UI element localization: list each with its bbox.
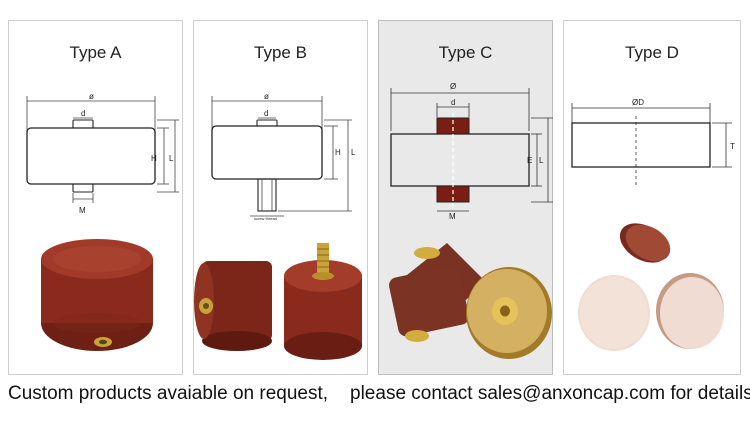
dim-h-label: H — [151, 154, 157, 163]
dim-dia-label: ø — [264, 92, 269, 101]
dim-m-label: M — [449, 212, 456, 221]
dim-l-label: L — [351, 148, 356, 157]
type-b-panel: Type B ø d H L screw thread — [193, 20, 368, 375]
dim-h-label: H — [335, 148, 341, 157]
type-b-capacitor-photo-right — [284, 243, 362, 360]
type-c-capacitor-photo-left — [389, 243, 487, 342]
type-b-title: Type B — [254, 43, 307, 62]
dim-screw-label: screw thread — [254, 216, 277, 221]
footer-text: Custom products avaiable on request, plea… — [8, 383, 750, 405]
dim-dia-label: ØD — [632, 98, 644, 107]
dim-dia-label: Ø — [450, 82, 456, 91]
type-c-capacitor-photo-right — [466, 267, 552, 359]
type-a-title: Type A — [69, 43, 122, 62]
dim-d-label: d — [81, 109, 85, 118]
footer-left-text: Custom products avaiable on request, — [8, 383, 329, 404]
type-a-drawing: ø d H L M — [26, 92, 179, 351]
type-b-drawing: ø d H L screw thread — [194, 92, 362, 360]
type-a-panel: Type A ø d H L M — [8, 20, 183, 375]
type-c-terminals — [436, 113, 470, 207]
type-c-drawing: Ø d E L M — [389, 82, 553, 359]
dim-t-label: T — [730, 142, 735, 151]
dim-l-label: L — [169, 154, 174, 163]
type-d-drawing: ØD T — [571, 98, 735, 351]
dim-m-label: M — [79, 206, 86, 215]
type-d-disc-photo — [578, 223, 724, 351]
type-c-title: Type C — [438, 43, 493, 62]
footer-contact-text: please contact sales@anxoncap.com for de… — [350, 383, 750, 404]
dim-e-label: E — [527, 156, 532, 165]
dim-dia-label: ø — [89, 92, 94, 101]
dim-d-label: d — [264, 109, 268, 118]
dim-l-label: L — [539, 156, 544, 165]
type-b-capacitor-photo-left — [194, 261, 272, 351]
dim-d-label: d — [451, 98, 455, 107]
type-d-title: Type D — [625, 43, 679, 62]
type-c-panel: Type C Ø d E L M — [378, 20, 553, 375]
type-a-capacitor-photo — [41, 239, 153, 351]
type-d-panel: Type D ØD T — [563, 20, 741, 375]
